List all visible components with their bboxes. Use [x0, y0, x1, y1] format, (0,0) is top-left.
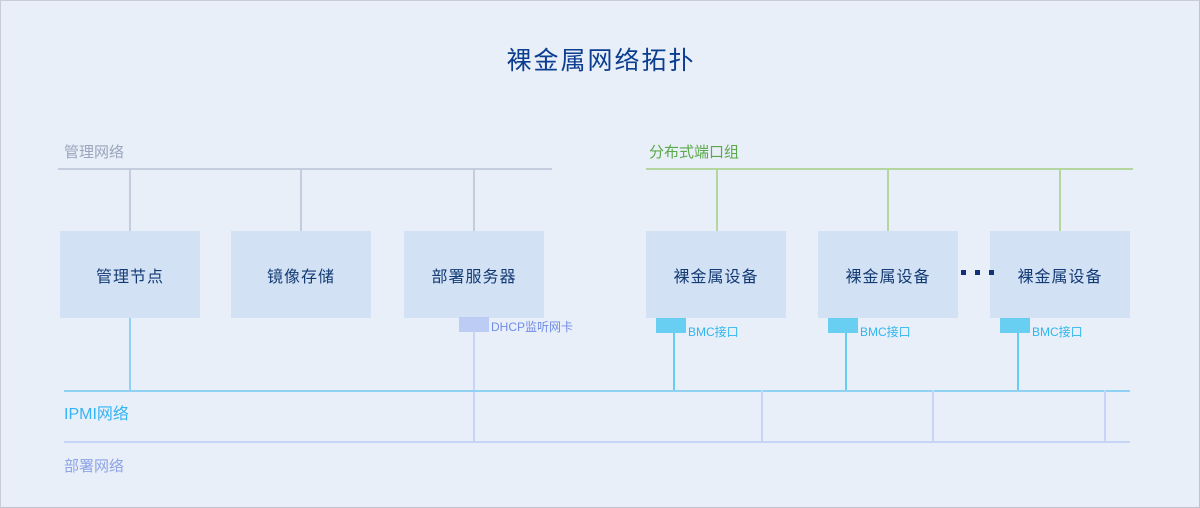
- connector-management-node-to-ipmi-network: [129, 318, 131, 391]
- node-baremetal-device-2[interactable]: 裸金属设备: [818, 231, 958, 318]
- page-title: 裸金属网络拓扑: [506, 47, 696, 75]
- bus-line-management-network: [58, 168, 552, 170]
- connector-port-group-to-baremetal-device-3: [1059, 168, 1061, 232]
- bus-line-deployment-network: [64, 441, 1130, 443]
- node-management-node[interactable]: 管理节点: [60, 231, 200, 318]
- connector-baremetal-device-1-to-deployment-network: [761, 390, 763, 442]
- connector-bmc-1-to-ipmi-network: [673, 333, 675, 391]
- connector-bmc-2-to-ipmi-network: [845, 333, 847, 391]
- node-baremetal-device-3[interactable]: 裸金属设备: [990, 231, 1130, 318]
- connector-dhcp-port-to-deployment-network: [473, 331, 475, 442]
- node-deployment-server[interactable]: 部署服务器: [404, 231, 544, 318]
- zone-label-management-network: 管理网络: [64, 144, 125, 161]
- ellipsis-dot: [961, 270, 966, 275]
- connector-port-group-to-baremetal-device-2: [887, 168, 889, 232]
- connector-baremetal-device-3-to-deployment-network: [1104, 390, 1106, 442]
- bmc-port-label-2: BMC接口: [860, 325, 911, 339]
- ellipsis-indicator: [961, 270, 994, 275]
- connector-management-bus-to-deployment-server: [473, 168, 475, 232]
- bmc-port-label-3: BMC接口: [1032, 325, 1083, 339]
- connector-baremetal-device-2-to-deployment-network: [932, 390, 934, 442]
- bus-line-ipmi-network: [64, 390, 1130, 392]
- bmc-port-badge-1[interactable]: [656, 318, 686, 333]
- ellipsis-dot: [975, 270, 980, 275]
- bmc-port-badge-3[interactable]: [1000, 318, 1030, 333]
- dhcp-port-badge[interactable]: [459, 317, 489, 332]
- node-baremetal-device-1[interactable]: 裸金属设备: [646, 231, 786, 318]
- bmc-port-badge-2[interactable]: [828, 318, 858, 333]
- connector-management-bus-to-management-node: [129, 168, 131, 232]
- dhcp-port-label: DHCP监听网卡: [491, 320, 574, 334]
- bmc-port-label-1: BMC接口: [688, 325, 739, 339]
- node-image-storage[interactable]: 镜像存储: [231, 231, 371, 318]
- ellipsis-dot: [989, 270, 994, 275]
- bus-line-distributed-port-group: [646, 168, 1133, 170]
- zone-label-distributed-port-group: 分布式端口组: [649, 144, 740, 161]
- zone-label-deployment-network: 部署网络: [64, 458, 125, 475]
- connector-port-group-to-baremetal-device-1: [716, 168, 718, 232]
- zone-label-ipmi-network: IPMI网络: [64, 406, 129, 423]
- connector-management-bus-to-image-storage: [300, 168, 302, 232]
- connector-bmc-3-to-ipmi-network: [1017, 333, 1019, 391]
